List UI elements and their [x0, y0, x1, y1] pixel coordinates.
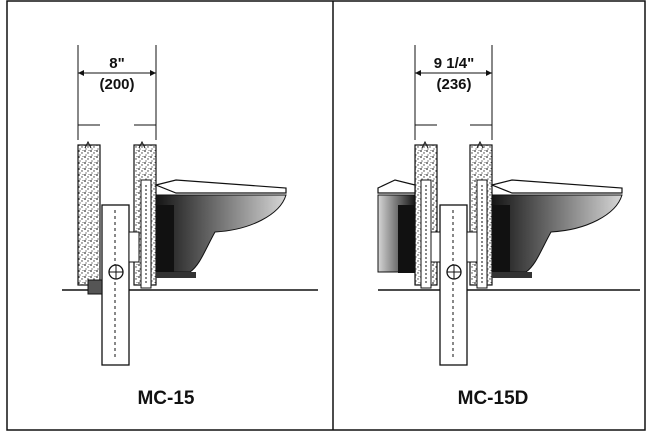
dimension-9-1-4-inch [414, 45, 493, 140]
back-to-back-bowl [377, 179, 416, 273]
left-wall [77, 144, 101, 286]
dimension-metric-label: (236) [436, 76, 471, 93]
dimension-8-inch [77, 45, 157, 140]
wall-hung-bowl [154, 179, 287, 278]
dimension-metric-label: (200) [99, 76, 134, 93]
wall-hung-bowl [490, 179, 623, 278]
model-caption-mc-15d: MC-15D [458, 388, 529, 409]
outer-border [6, 0, 646, 431]
model-caption-mc-15: MC-15 [137, 388, 194, 409]
panel-mc-15: 8" (200) [62, 45, 318, 366]
dimension-imperial-label: 8" [109, 55, 124, 72]
panel-mc-15d: 9 1/4" (236) [377, 45, 640, 366]
dimension-imperial-label: 9 1/4" [434, 55, 474, 72]
